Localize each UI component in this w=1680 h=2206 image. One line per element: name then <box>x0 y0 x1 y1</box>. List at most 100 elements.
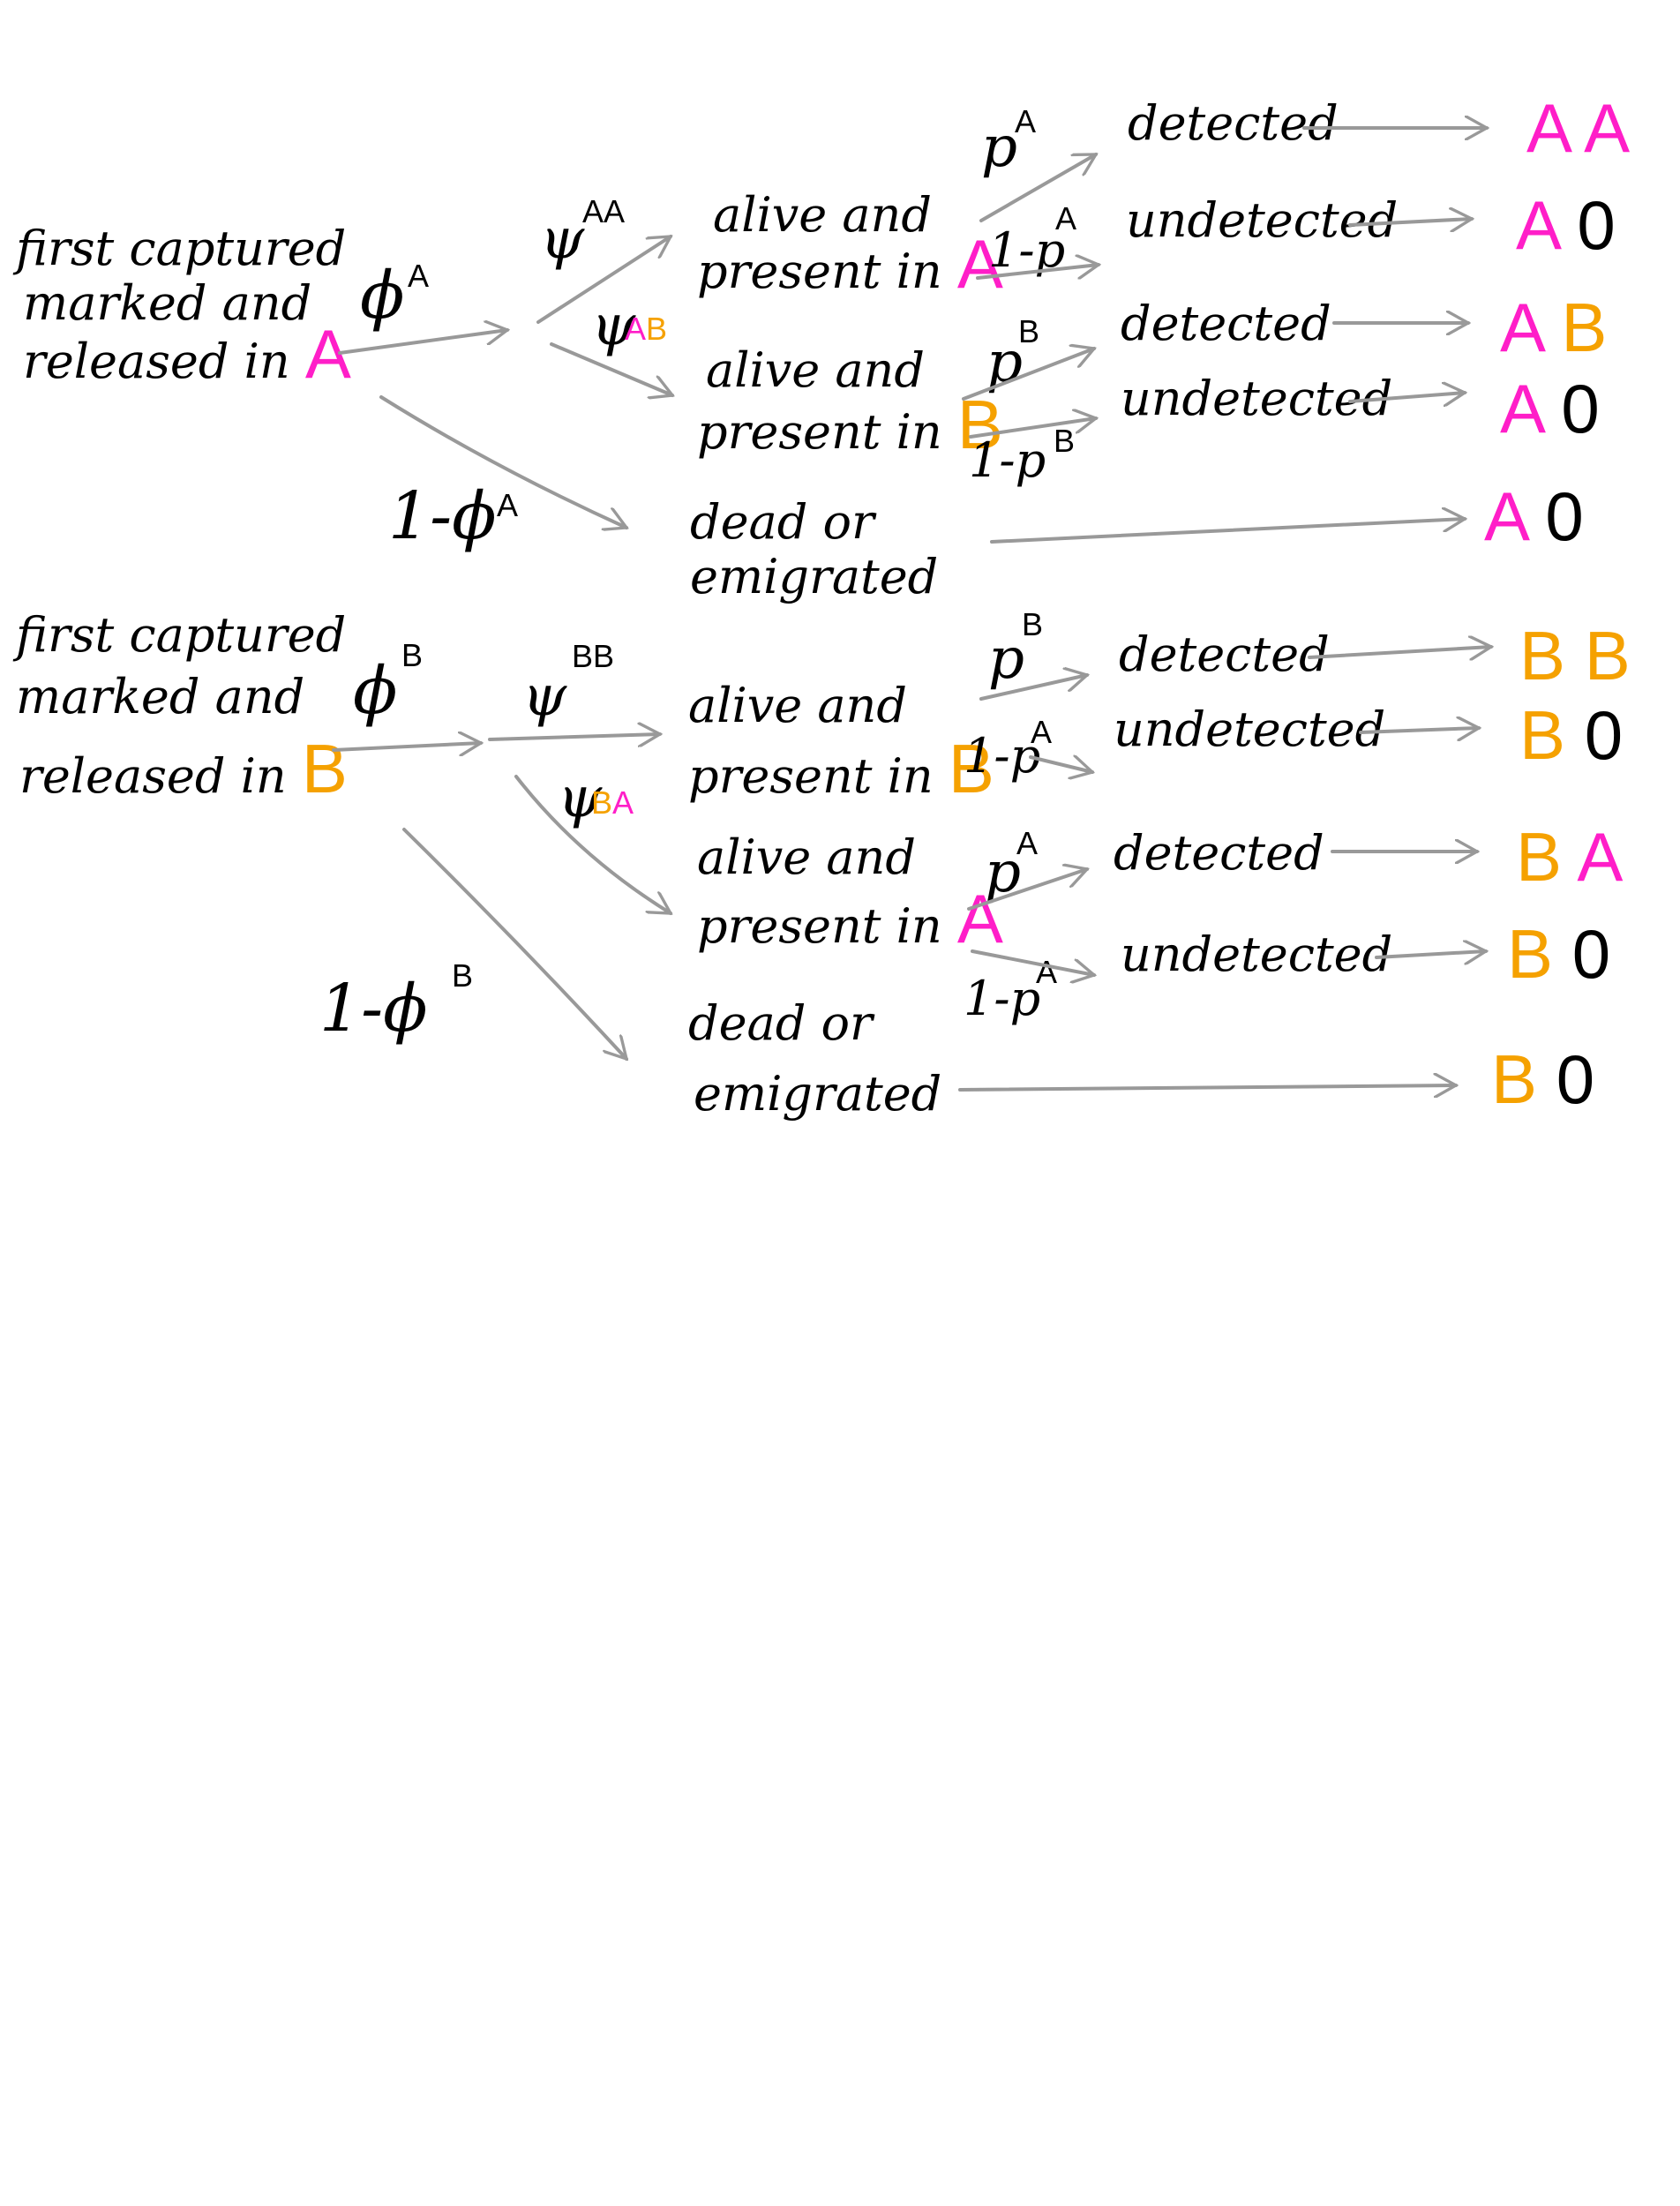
p-a2-symbol: p <box>986 330 1023 395</box>
det-a1: detected <box>1128 95 1339 151</box>
svg-text:present in A: present in A <box>697 225 1003 303</box>
out-a4-first: A <box>1500 370 1546 447</box>
state-a2-line1: alive and <box>706 342 925 398</box>
q-b2-symbol: 1-p <box>964 971 1040 1026</box>
arrow-a2-det <box>962 349 1094 401</box>
q-a1-sup: A <box>1055 200 1076 236</box>
state-b1-line1: alive and <box>688 678 907 733</box>
panel-a: first captured marked and released in A … <box>12 89 1630 604</box>
arrow-b-stay <box>488 734 660 739</box>
state-a3-line1: dead or <box>690 494 877 550</box>
svg-text:A 0: A 0 <box>1484 477 1584 555</box>
p-a2-sup: B <box>1018 313 1039 349</box>
arrow-a-stay <box>536 235 671 324</box>
one-minus-phi-a: 1-ϕ <box>388 478 497 554</box>
svg-text:B A: B A <box>1516 818 1623 896</box>
arrow-a-die <box>379 395 626 528</box>
state-b1-site: B <box>949 730 994 807</box>
out-a4-second: 0 <box>1561 370 1599 447</box>
q-a2-sup: B <box>1054 423 1075 459</box>
svg-text:BA: BA <box>591 784 634 821</box>
undet-a2: undetected <box>1121 371 1392 426</box>
q-b1-sup: A <box>1031 714 1052 750</box>
arrow-a-survive <box>338 330 507 355</box>
arrow-out-a2 <box>1348 219 1472 225</box>
svg-text:A B: A B <box>1500 289 1607 366</box>
p-b2-symbol: p <box>985 840 1021 905</box>
out-a1-first: A <box>1526 89 1572 167</box>
svg-text:A 0: A 0 <box>1500 370 1600 447</box>
start-b-line2: marked and <box>16 669 304 724</box>
psi-ba-sup-1: B <box>591 784 612 821</box>
arrow-out-a5 <box>990 519 1465 544</box>
state-b3-line1: dead or <box>688 995 875 1051</box>
p-a1-symbol: p <box>981 115 1017 180</box>
svg-text:B B: B B <box>1519 617 1631 694</box>
panel-b: first captured marked and released in B … <box>12 606 1631 1122</box>
out-a5-first: A <box>1484 477 1530 555</box>
svg-text:B 0: B 0 <box>1507 915 1610 993</box>
start-a-line2: marked and <box>23 275 311 331</box>
svg-text:present in B: present in B <box>688 730 994 807</box>
arrow-b1-undet <box>1029 757 1092 772</box>
out-b3-first: B <box>1516 818 1562 896</box>
arrow-b-die <box>402 828 626 1059</box>
state-a3-line2: emigrated <box>690 549 938 604</box>
state-a1-line2: present in <box>697 244 942 299</box>
svg-text:released in B: released in B <box>19 730 348 807</box>
p-b1-symbol: p <box>988 627 1024 692</box>
phi-a-symbol: ϕ <box>360 258 404 334</box>
out-b3-second: A <box>1577 818 1623 896</box>
out-b4-first: B <box>1507 915 1553 993</box>
one-minus-phi-b-sup: B <box>452 957 473 994</box>
undet-b2: undetected <box>1121 927 1392 982</box>
state-b2-line2: present in <box>697 898 942 954</box>
out-b1-first: B <box>1519 617 1565 694</box>
arrow-b2-undet <box>971 949 1094 975</box>
out-a5-second: 0 <box>1545 477 1583 555</box>
start-a-line1: first captured <box>12 221 346 276</box>
state-b2-line1: alive and <box>697 829 916 885</box>
psi-ba-sup-2: A <box>612 784 634 821</box>
out-b2-first: B <box>1519 696 1565 774</box>
svg-text:B 0: B 0 <box>1491 1040 1594 1118</box>
undet-b1: undetected <box>1114 702 1385 757</box>
arrow-out-b2 <box>1359 728 1479 732</box>
phi-a-sup: A <box>408 258 429 294</box>
out-b1-second: B <box>1585 617 1631 694</box>
psi-aa-sup: AA <box>582 193 625 229</box>
state-a2-line2: present in <box>697 404 942 460</box>
p-a1-sup: A <box>1015 103 1036 139</box>
svg-text:A A: A A <box>1526 89 1630 167</box>
out-a3-second: B <box>1561 289 1607 366</box>
phi-b-sup: B <box>401 637 423 673</box>
start-b-line1: first captured <box>12 607 346 663</box>
p-b1-sup: B <box>1022 606 1043 642</box>
state-a1-line1: alive and <box>713 187 932 243</box>
svg-text:A 0: A 0 <box>1516 186 1616 264</box>
state-a1-site: A <box>957 225 1003 303</box>
arrow-a-move <box>550 342 672 395</box>
out-b2-second: 0 <box>1585 696 1623 774</box>
det-b2: detected <box>1114 825 1324 881</box>
arrow-b-move <box>514 775 671 915</box>
out-a2-second: 0 <box>1577 186 1615 264</box>
p-b2-sup: A <box>1016 825 1038 861</box>
out-b5-second: 0 <box>1556 1040 1594 1118</box>
psi-bb-sup: BB <box>572 638 614 674</box>
arrow-b-survive <box>332 743 481 750</box>
out-a3-first: A <box>1500 289 1546 366</box>
arrow-out-a4 <box>1348 393 1465 401</box>
state-b3-line2: emigrated <box>694 1066 941 1122</box>
arrow-a2-undet <box>969 418 1096 439</box>
out-b5-first: B <box>1491 1040 1537 1118</box>
arrow-b1-det <box>979 675 1087 701</box>
start-b-line3: released in <box>19 748 287 804</box>
svg-text:B 0: B 0 <box>1519 696 1623 774</box>
det-b1: detected <box>1119 627 1330 682</box>
q-a2-symbol: 1-p <box>969 432 1046 488</box>
psi-aa-symbol: ψ <box>540 206 585 272</box>
state-b2-site: A <box>957 880 1003 957</box>
out-a2-first: A <box>1516 186 1562 264</box>
